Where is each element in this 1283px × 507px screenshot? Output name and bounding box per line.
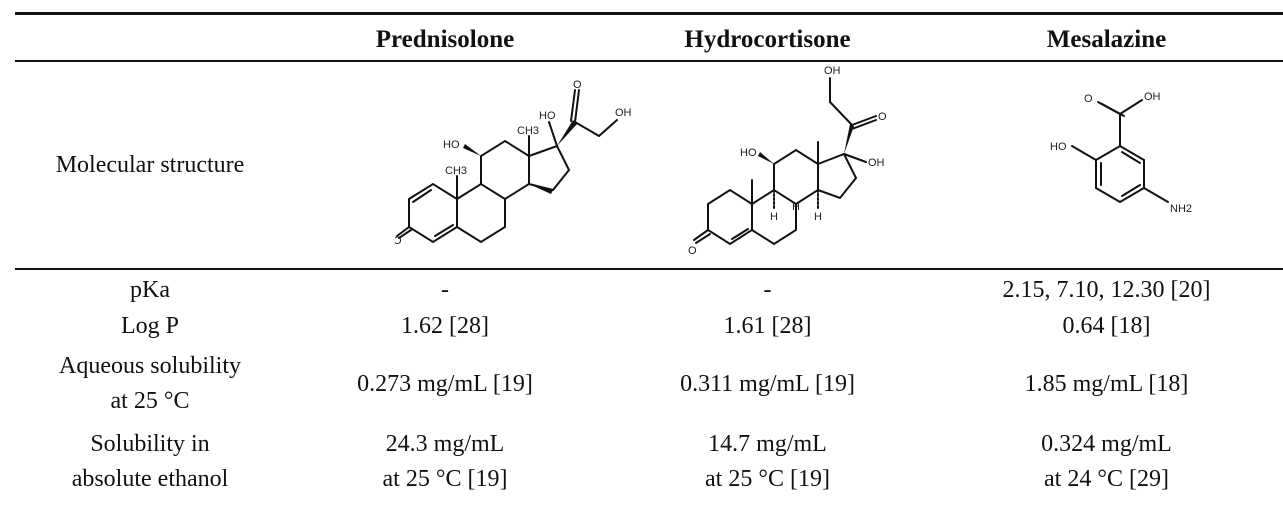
hydrocortisone-structure: O HO H H H OH O OH [688, 65, 887, 257]
cell-aqueous-prednisolone: 0.273 mg/mL [19] [357, 370, 533, 397]
hydrocortisone-h-c8: H [792, 201, 800, 213]
prednisolone-o-c3: O [395, 235, 402, 247]
cell-aqueous-mesalazine: 1.85 mg/mL [18] [1024, 370, 1189, 397]
mesalazine-o-carbonyl: O [1084, 93, 1093, 105]
row-label-molecular-structure: Molecular structure [55, 151, 245, 178]
cell-ethanol-prednisolone-line1: 24.3 mg/mL [385, 431, 505, 457]
cell-logp-hydrocortisone: 1.61 [28] [723, 312, 812, 339]
prednisolone-ho-c17: HO [539, 110, 556, 122]
row-label-aqueous-solubility-line1: Aqueous solubility [58, 353, 241, 379]
row-label-aqueous-solubility-line2: at 25 °C [110, 388, 190, 414]
prednisolone-skeleton [396, 89, 618, 244]
cell-ethanol-prednisolone-line2: at 25 °C [19] [382, 466, 508, 492]
prednisolone-o-top: O [573, 79, 582, 91]
prednisolone-structure: O CH3 HO CH3 HO O OH [395, 79, 632, 247]
cell-ethanol-hydrocortisone-line1: 14.7 mg/mL [708, 431, 827, 457]
cell-logp-prednisolone: 1.62 [28] [401, 312, 489, 339]
hydrocortisone-o-c20: O [878, 111, 887, 123]
structure-row-rule [15, 268, 1283, 270]
prednisolone-ch3-c13: CH3 [517, 125, 539, 137]
cell-pka-prednisolone: - [441, 276, 449, 303]
hydrocortisone-skeleton [693, 77, 877, 246]
header-empty [15, 18, 285, 60]
prednisolone-ch3-c10: CH3 [445, 165, 467, 177]
cell-ethanol-mesalazine-line2: at 24 °C [29] [1044, 466, 1169, 492]
mesalazine-oh-acid: OH [1144, 91, 1161, 103]
row-label-pka: pKa [130, 276, 170, 303]
header-rule [15, 60, 1283, 62]
cell-pka-hydrocortisone: - [763, 276, 772, 303]
cell-logp-mesalazine: 0.64 [18] [1062, 312, 1151, 339]
row-label-ethanol-solubility-line1: Solubility in [90, 431, 210, 457]
table-top-rule [15, 12, 1283, 15]
hydrocortisone-ho-c11: HO [740, 147, 757, 159]
header-mesalazine: Mesalazine [1046, 25, 1167, 53]
hydrocortisone-h-c14: H [814, 211, 822, 223]
cell-pka-mesalazine: 2.15, 7.10, 12.30 [20] [1002, 276, 1211, 303]
cell-ethanol-prednisolone: 24.3 mg/mL at 25 °C [19] [285, 424, 605, 500]
row-label-ethanol-solubility: Solubility in absolute ethanol [15, 424, 285, 500]
prednisolone-oh-top: OH [615, 107, 632, 119]
mesalazine-nh2: NH2 [1170, 203, 1192, 215]
row-label-ethanol-solubility-line2: absolute ethanol [71, 466, 229, 492]
hydrocortisone-oh-top: OH [824, 65, 841, 77]
cell-ethanol-mesalazine: 0.324 mg/mL at 24 °C [29] [930, 424, 1283, 500]
header-hydrocortisone: Hydrocortisone [684, 25, 851, 53]
cell-aqueous-hydrocortisone: 0.311 mg/mL [19] [680, 370, 855, 397]
hydrocortisone-oh-c17: OH [868, 157, 885, 169]
header-prednisolone: Prednisolone [375, 25, 515, 53]
mesalazine-ho-ring: HO [1050, 141, 1067, 153]
cell-ethanol-hydrocortisone-line2: at 25 °C [19] [705, 466, 830, 492]
mesalazine-skeleton [1071, 99, 1169, 204]
mesalazine-structure: O OH HO NH2 [1050, 91, 1192, 215]
cell-ethanol-hydrocortisone: 14.7 mg/mL at 25 °C [19] [605, 424, 930, 500]
prednisolone-ho-c11: HO [443, 139, 460, 151]
hydrocortisone-o-c3: O [688, 245, 697, 257]
row-label-logp: Log P [120, 312, 179, 339]
cell-ethanol-mesalazine-line1: 0.324 mg/mL [1041, 431, 1172, 457]
hydrocortisone-h-c9: H [770, 211, 778, 223]
row-label-aqueous-solubility: Aqueous solubility at 25 °C [15, 346, 285, 422]
